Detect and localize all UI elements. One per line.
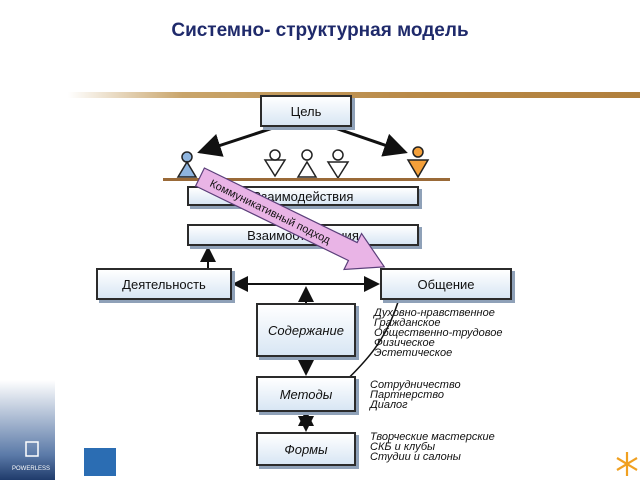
forms-item: СКБ и клубы	[370, 441, 436, 453]
figure-blue-left	[176, 151, 198, 178]
decorative-bar	[68, 92, 640, 98]
logo-text: POWERLESS	[12, 466, 51, 472]
decorative-square	[84, 448, 116, 476]
figure-orange-right	[406, 146, 430, 179]
methods-box: Методы	[256, 376, 356, 412]
figure-white-3	[326, 149, 350, 180]
ground-line	[163, 178, 450, 181]
goal-box: Цель	[260, 95, 352, 127]
arrow-label: Коммуникативный подход	[208, 178, 333, 247]
forms-list: Творческие мастерские СКБ и клубы Студии…	[370, 431, 495, 463]
goal-left-arrow	[197, 125, 277, 157]
forms-item: Студии и салоны	[370, 451, 461, 463]
figure-white-2	[296, 149, 318, 178]
methods-list: Сотрудничество Партнерство Диалог	[370, 379, 461, 411]
content-item: Эстетическое	[374, 347, 453, 359]
forms-box: Формы	[256, 432, 356, 466]
snowflake-icon	[616, 452, 638, 476]
figure-white-4	[269, 149, 281, 161]
content-list: Духовно-нравственное Гражданское Обществ…	[374, 307, 503, 359]
content-box: Содержание	[256, 303, 356, 357]
methods-item: Партнерство	[370, 389, 444, 401]
content-item: Гражданское	[374, 317, 441, 329]
logo-icon	[25, 441, 39, 457]
methods-item: Диалог	[370, 399, 408, 411]
content-item: Физическое	[374, 337, 435, 349]
methods-item: Сотрудничество	[370, 379, 461, 391]
side-decoration	[0, 380, 55, 480]
goal-right-arrow	[331, 125, 408, 157]
communication-box: Общение	[380, 268, 512, 300]
content-item: Общественно-трудовое	[374, 327, 503, 339]
activity-box: Деятельность	[96, 268, 232, 300]
forms-item: Творческие мастерские	[370, 431, 495, 443]
content-item: Духовно-нравственное	[374, 307, 495, 319]
page-title: Системно- структурная модель	[171, 20, 469, 41]
